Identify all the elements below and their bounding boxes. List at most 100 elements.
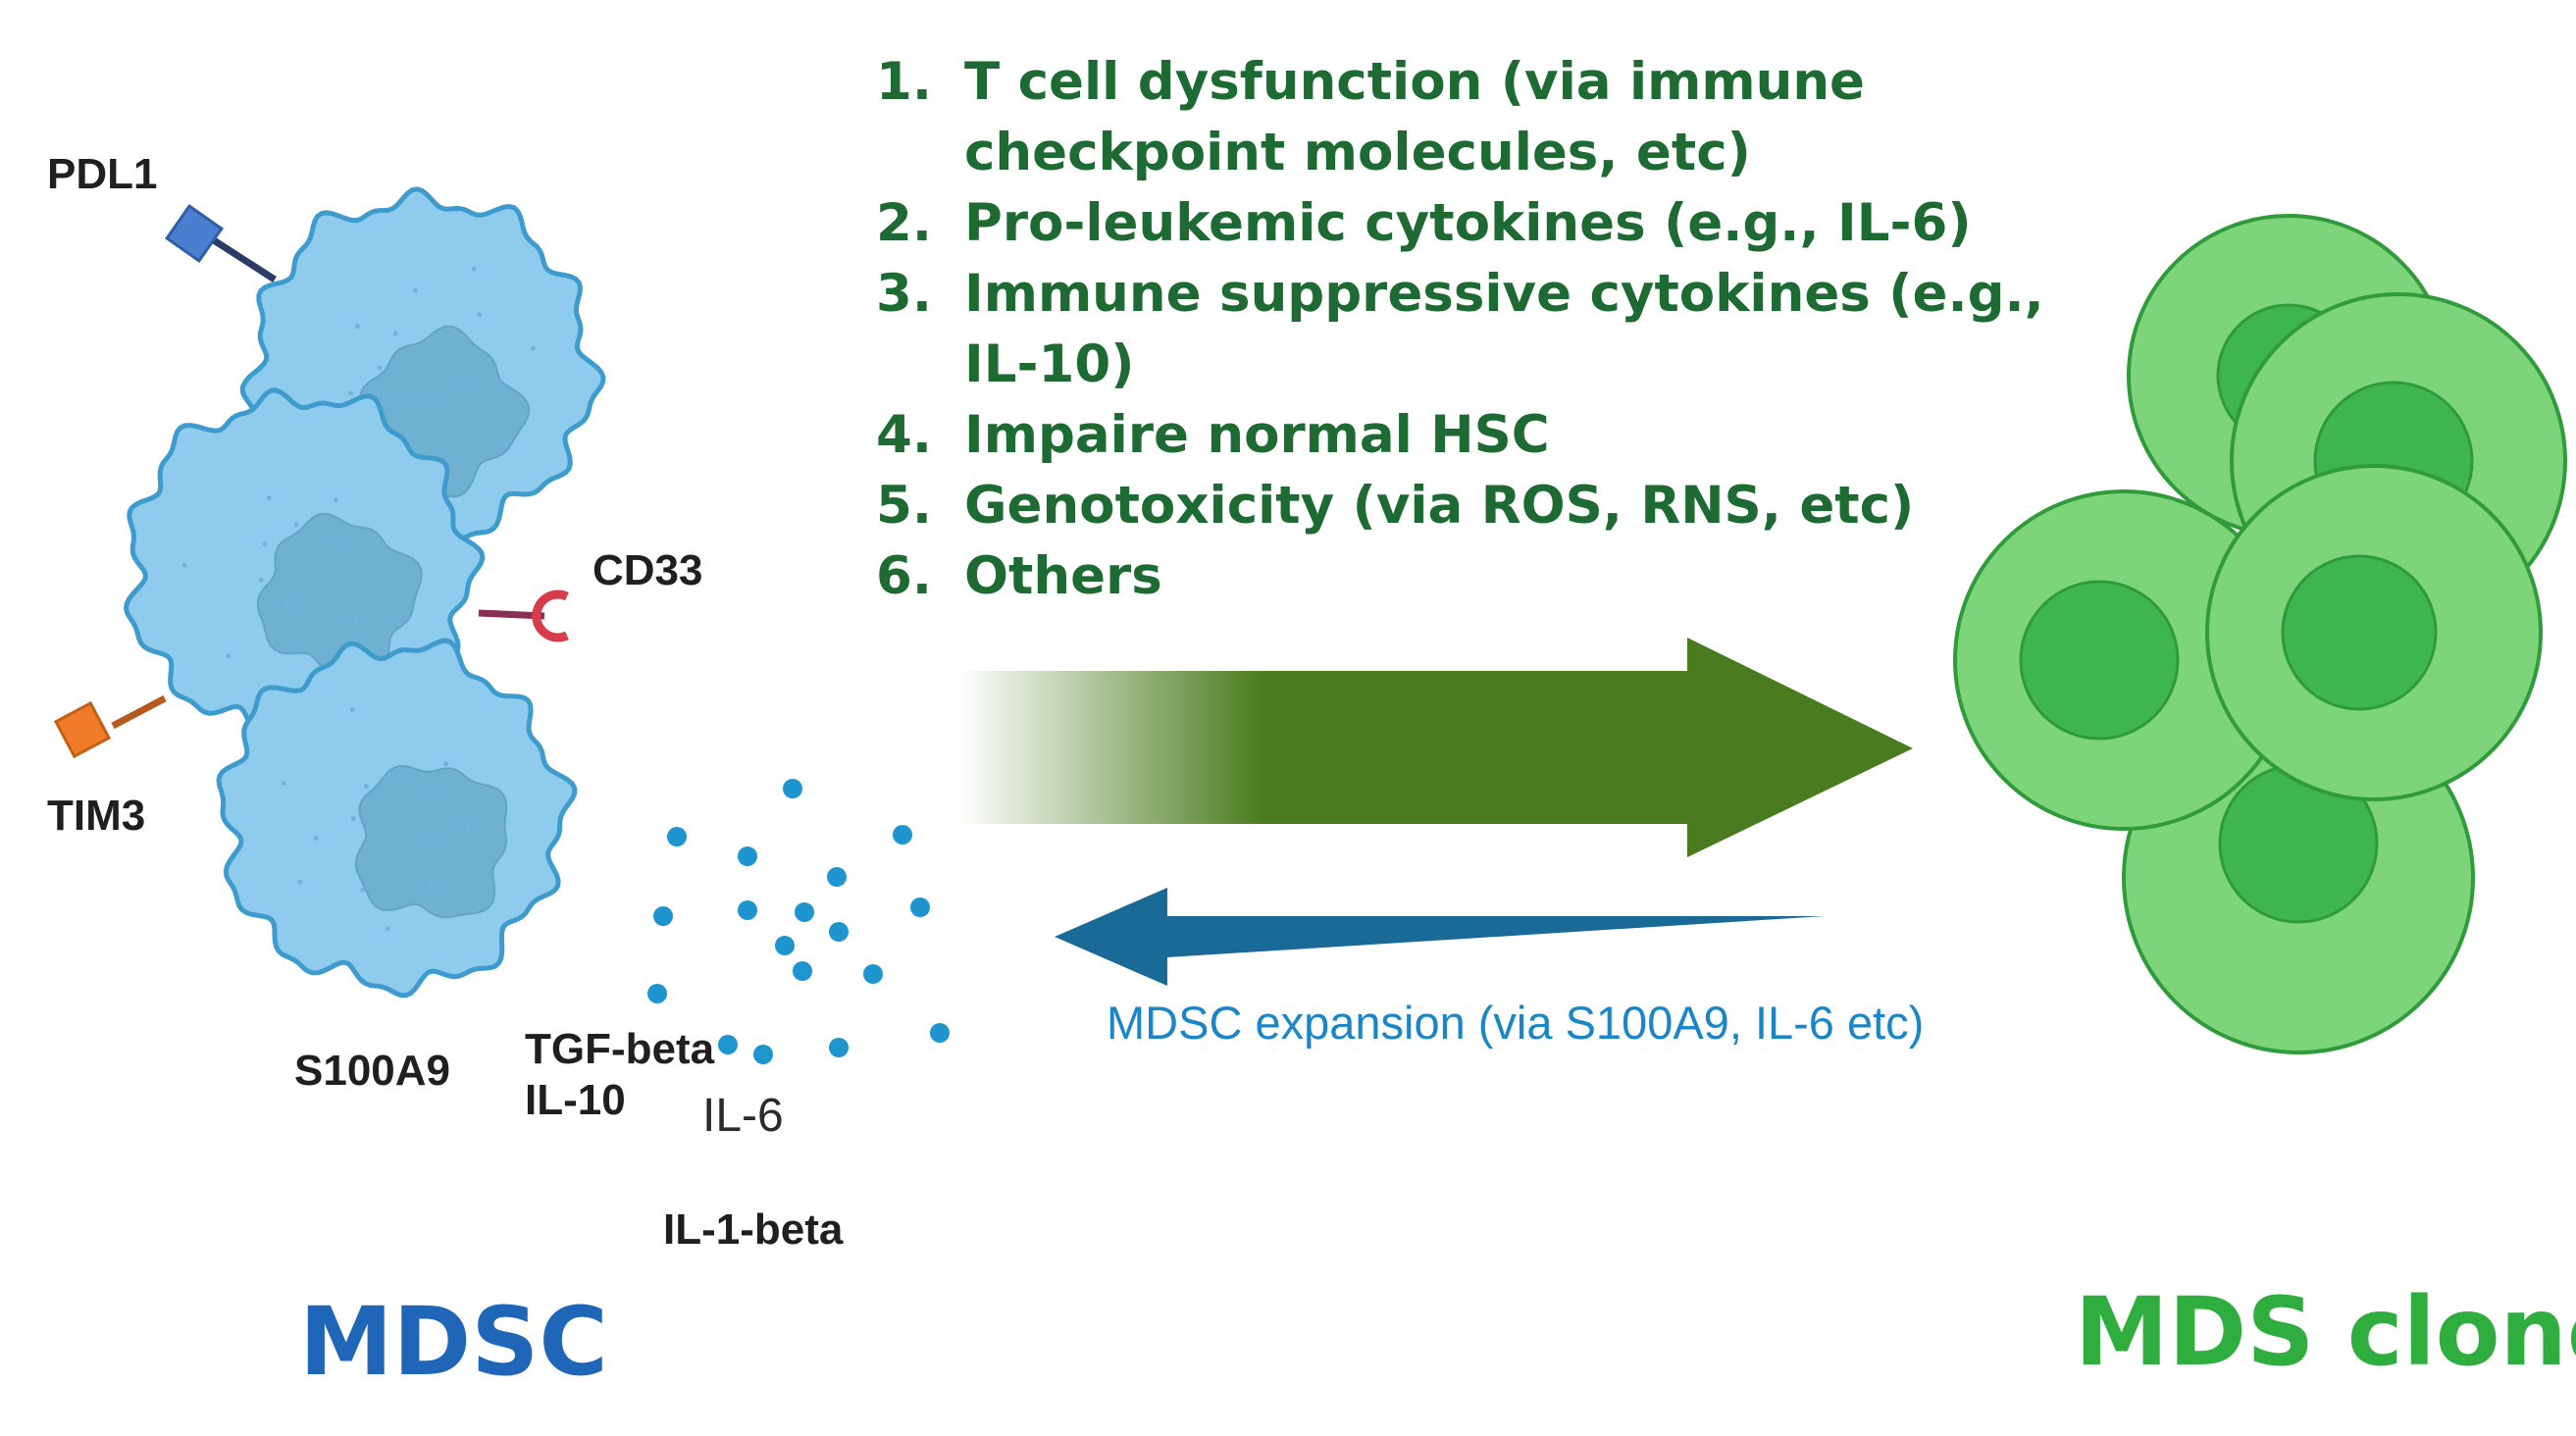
mdsc-speckle (502, 441, 508, 447)
mdsc-speckle (354, 324, 360, 330)
mdsc-speckle (477, 312, 483, 318)
cytokine-dot (829, 1038, 849, 1057)
mdsc-speckle (226, 653, 232, 659)
mdsc-nucleus (354, 764, 508, 919)
mds-clone-cell (2205, 464, 2543, 801)
cytokine-dot (893, 825, 912, 845)
cytokine-dot (647, 984, 667, 1003)
mdsc-speckle (297, 879, 303, 885)
mdsc-speckle (455, 381, 461, 386)
mechanism-number: 1. (876, 52, 933, 112)
mdsc-speckle (443, 761, 449, 767)
mdsc-speckle (385, 926, 390, 932)
mechanism-number: 2. (876, 193, 933, 253)
mds-clone-cell (1953, 489, 2294, 831)
mdsc-speckle (353, 618, 359, 624)
tgf-beta-label: TGF-beta (525, 1025, 715, 1073)
mdsc-speckle (329, 536, 335, 541)
cytokine-dot (775, 936, 795, 955)
il6-label: IL-6 (702, 1090, 784, 1142)
mdsc-speckle (471, 266, 477, 272)
mdsc-cell-cluster (123, 186, 606, 999)
mdsc-speckle (465, 824, 471, 830)
mechanism-item: 2.Pro-leukemic cytokines (e.g., IL-6) (876, 188, 2073, 259)
mdsc-speckle (364, 784, 370, 790)
mdsc-speckle (428, 796, 434, 802)
back-arrow (1055, 888, 1825, 986)
mdsc-speckle (530, 345, 536, 351)
cytokine-dots (647, 779, 950, 1064)
mdsc-speckle (373, 552, 379, 558)
pdl1-label: PDL1 (47, 150, 158, 198)
cd33-label: CD33 (592, 546, 703, 594)
cytokine-dot (827, 867, 847, 887)
mds-clone-title: MDS clone (2075, 1277, 2576, 1387)
mdsc-expansion-label: MDSC expansion (via S100A9, IL-6 etc) (1107, 997, 1925, 1049)
mechanism-text: T cell dysfunction (via immune checkpoin… (964, 52, 1866, 182)
mdsc-speckle (313, 836, 319, 842)
mechanism-item: 1. T cell dysfunction (via immune checkpo… (876, 47, 2073, 188)
mdsc-speckle (347, 390, 353, 396)
cd33-receptor-icon (532, 590, 569, 642)
mdsc-speckle (412, 287, 418, 293)
mechanism-number: 6. (876, 546, 933, 606)
cytokine-dot (930, 1023, 950, 1043)
mechanism-number: 5. (876, 476, 933, 536)
mdsc-speckle (333, 497, 338, 503)
pdl1-stalk (212, 237, 277, 282)
cytokine-dot (753, 1045, 773, 1064)
mds-clone-cell-cluster (1953, 214, 2567, 1054)
mdsc-speckle (281, 781, 286, 787)
mdsc-speckle (266, 494, 272, 500)
mdsc-speckle (398, 774, 404, 780)
mechanism-text: Impaire normal HSC (964, 405, 1550, 465)
mdsc-speckle (288, 643, 294, 649)
cytokine-dot (738, 846, 757, 866)
mechanism-item: 4. Impaire normal HSC (876, 400, 2073, 471)
mechanism-number: 4. (876, 405, 933, 465)
il10-label: IL-10 (525, 1076, 626, 1124)
cytokine-dot (653, 906, 673, 926)
cytokine-dot (793, 961, 812, 981)
mdsc-speckle (428, 834, 434, 840)
cytokine-dot (910, 898, 930, 917)
forward-arrow (959, 638, 1913, 857)
mdsc-speckle (429, 404, 435, 410)
mdsc-speckle (497, 379, 503, 385)
il1-beta-label: IL-1-beta (663, 1205, 844, 1254)
mdsc-title: MDSC (299, 1287, 608, 1397)
mechanism-number: 3. (876, 264, 933, 324)
cytokine-dot (718, 1035, 738, 1054)
cytokine-dot (738, 900, 757, 920)
mdsc-speckle (360, 887, 366, 893)
mds-clone-nucleus (2281, 554, 2438, 711)
cytokine-dot (829, 922, 849, 942)
mechanism-list: 1. T cell dysfunction (via immune checkpo… (876, 47, 2073, 612)
mdsc-speckle (398, 609, 404, 615)
mdsc-speckle (429, 881, 435, 887)
mechanism-text: Immune suppressive cytokines (e.g., IL-1… (964, 264, 2044, 394)
tim3-receptor-icon (53, 700, 112, 759)
mechanism-text: Genotoxicity (via ROS, RNS, etc) (964, 476, 1915, 536)
mdsc-speckle (349, 706, 355, 712)
mds-clone-nucleus (2019, 580, 2180, 741)
mdsc-speckle (393, 397, 399, 403)
cytokine-dot (863, 964, 883, 984)
tim3-stalk (111, 694, 167, 730)
cytokine-dot (795, 902, 814, 922)
mdsc-cell (216, 638, 578, 999)
mdsc-speckle (293, 522, 299, 528)
cytokine-dot (667, 827, 687, 846)
pdl1-receptor-icon (165, 204, 224, 263)
mdsc-speckle (258, 577, 264, 583)
mdsc-speckle (283, 601, 289, 607)
mechanism-item: 3. Immune suppressive cytokines (e.g., IL… (876, 259, 2073, 400)
cytokine-dot (783, 779, 802, 798)
s100a9-label: S100A9 (294, 1047, 451, 1095)
tim3-label: TIM3 (47, 792, 146, 840)
mdsc-speckle (181, 562, 187, 568)
mdsc-speckle (392, 331, 398, 336)
mdsc-speckle (350, 816, 356, 822)
